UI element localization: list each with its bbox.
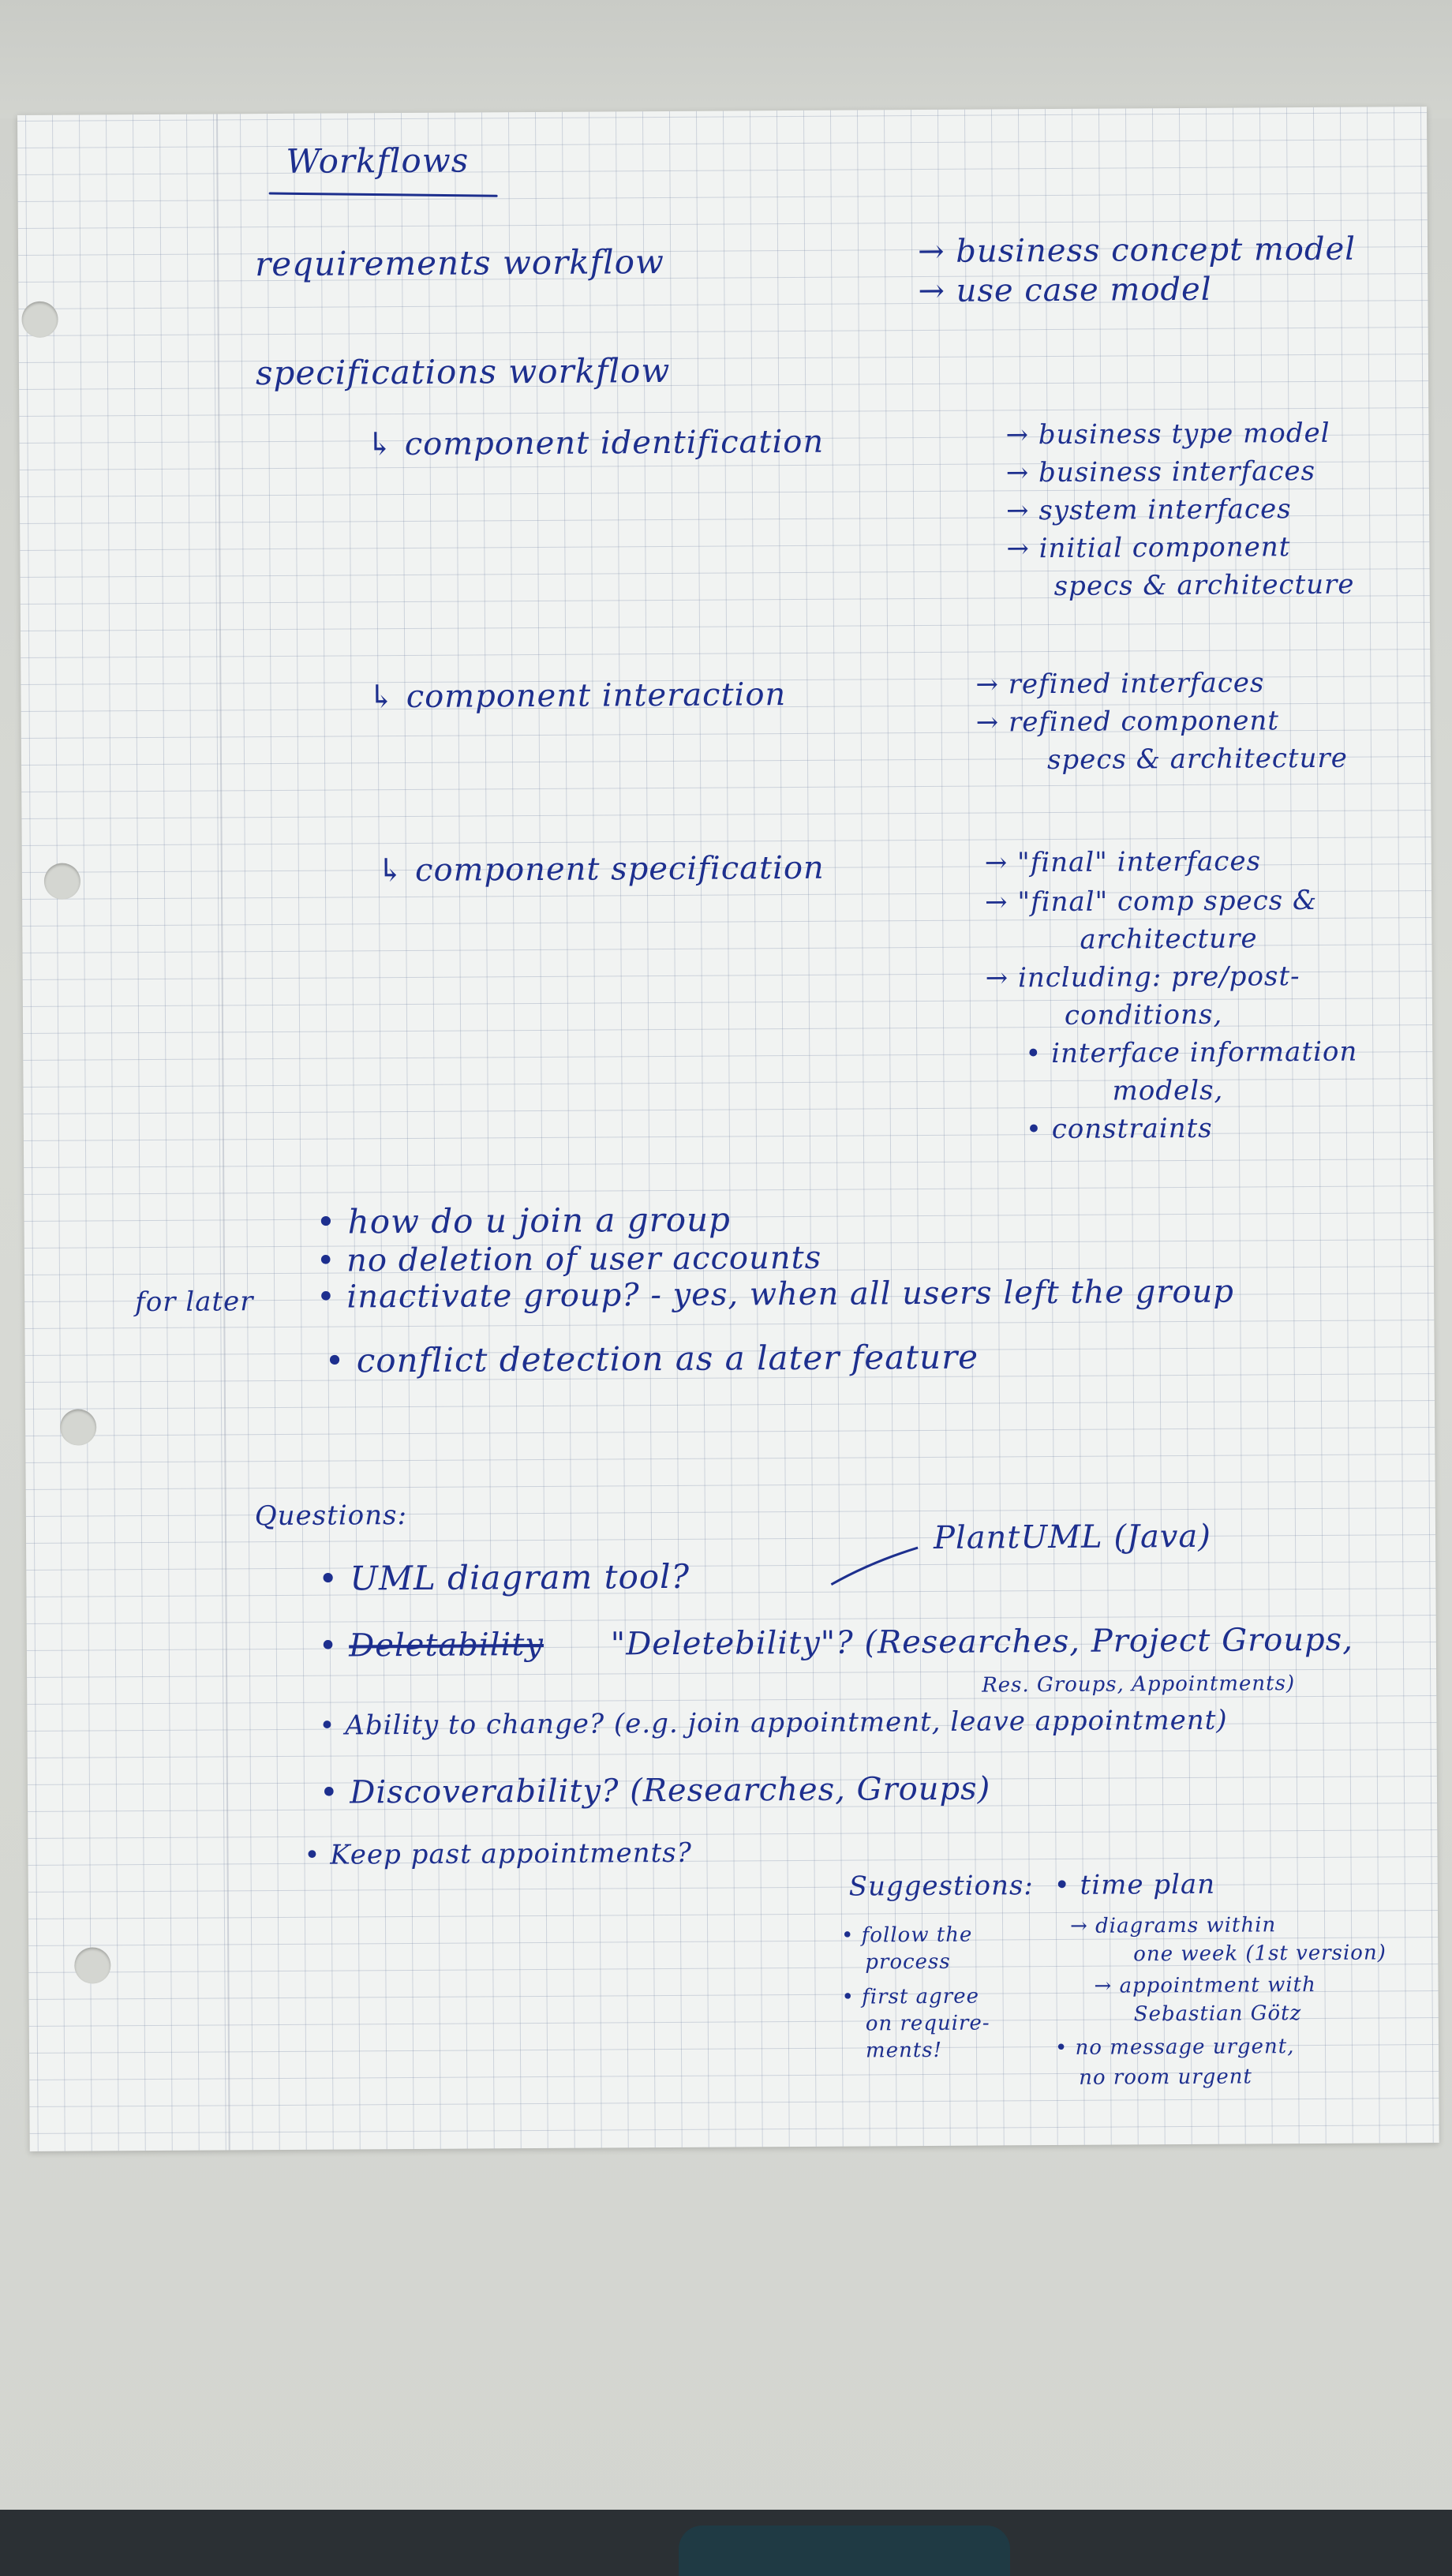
connector-line (830, 1546, 919, 1586)
ink-strokes (830, 1546, 919, 1586)
dark-object (679, 2525, 1010, 2576)
desk-edge (0, 2510, 1452, 2576)
notebook-page: Workflows requirements workflow → busine… (17, 107, 1439, 2151)
desk-background (0, 0, 1452, 118)
